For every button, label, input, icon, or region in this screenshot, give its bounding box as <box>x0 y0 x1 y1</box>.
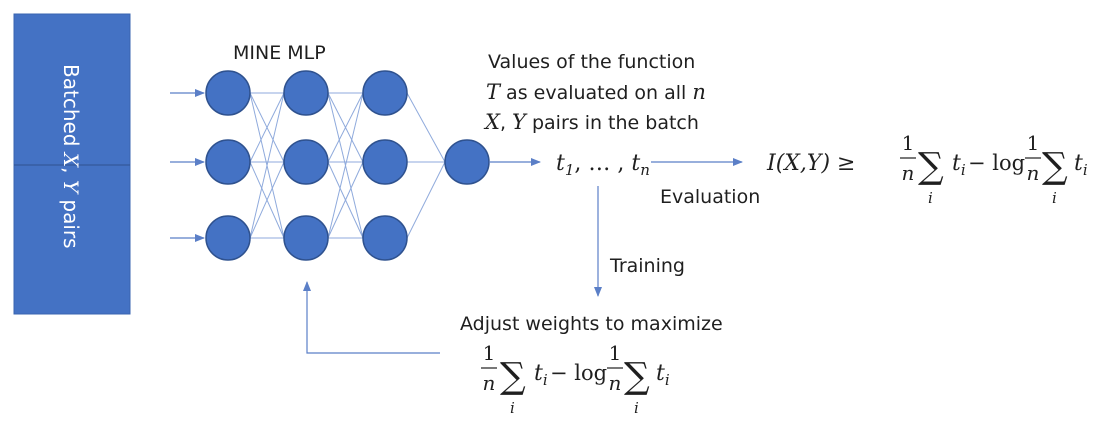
input-box: Batched X, Y pairs <box>13 13 131 315</box>
training-label: Training <box>609 255 685 277</box>
network-node-2-2 <box>362 215 408 261</box>
bound-formula: I(X,Y) ≥ 1 n ∑ i ti − log 1 n ∑ i ti <box>766 131 1088 207</box>
network-nodes <box>205 70 490 261</box>
bound-minus-log: − log <box>968 151 1025 175</box>
bound-sum1: ∑ <box>918 146 944 187</box>
network-node-3-0 <box>444 139 490 185</box>
network-edge-0-2-1 <box>249 161 285 239</box>
obj-sum2-index: i <box>634 399 639 417</box>
obj-sum2: ∑ <box>624 356 650 397</box>
input-box-label: Batched X, Y pairs <box>59 64 83 249</box>
values-line-3: X, Y pairs in the batch <box>483 110 699 134</box>
network-edges <box>249 92 446 239</box>
network-node-1-0 <box>283 70 329 116</box>
values-line-2: T as evaluated on all n <box>486 80 706 104</box>
obj-minus-log: − log <box>550 361 607 385</box>
network-node-1-1 <box>283 139 329 185</box>
adjust-text: Adjust weights to maximize <box>460 313 723 335</box>
network-title: MINE MLP <box>233 42 326 64</box>
bound-t1: ti <box>952 151 966 179</box>
network-edge-2-2-0 <box>406 161 446 239</box>
obj-sum1-index: i <box>510 399 515 417</box>
obj-sum1: ∑ <box>500 356 526 397</box>
bound-frac1-den: n <box>902 161 915 185</box>
bound-lhs: I(X,Y) ≥ <box>766 151 855 176</box>
bound-frac2-den: n <box>1027 161 1040 185</box>
network-edge-0-1-0 <box>249 92 285 163</box>
network-node-0-0 <box>205 70 251 116</box>
bound-sum2-index: i <box>1052 189 1057 207</box>
evaluation-label: Evaluation <box>660 186 760 208</box>
bound-sum1-index: i <box>928 189 933 207</box>
bound-frac1-num: 1 <box>902 131 915 155</box>
objective-formula: 1 n ∑ i ti − log 1 n ∑ i ti <box>481 341 670 417</box>
obj-frac2-num: 1 <box>609 341 622 365</box>
bound-frac2-num: 1 <box>1027 131 1040 155</box>
network-edge-0-2-0 <box>249 92 285 239</box>
obj-t1: ti <box>534 361 548 389</box>
network-node-0-1 <box>205 139 251 185</box>
network-edge-2-0-0 <box>406 92 446 163</box>
output-values: t1, … , tn <box>556 151 650 179</box>
network-node-1-2 <box>283 215 329 261</box>
network-node-2-1 <box>362 139 408 185</box>
bound-t2: ti <box>1074 151 1088 179</box>
obj-frac1-num: 1 <box>483 341 496 365</box>
values-line-1: Values of the function <box>488 51 695 73</box>
obj-frac1-den: n <box>483 371 496 395</box>
bound-sum2: ∑ <box>1042 146 1068 187</box>
network-edge-1-1-0 <box>327 92 364 163</box>
obj-t2: ti <box>656 361 670 389</box>
network-edge-1-2-0 <box>327 92 364 239</box>
obj-frac2-den: n <box>609 371 622 395</box>
feedback-arrow <box>303 281 440 354</box>
network-node-2-0 <box>362 70 408 116</box>
network-edge-1-2-1 <box>327 161 364 239</box>
network-node-0-2 <box>205 215 251 261</box>
